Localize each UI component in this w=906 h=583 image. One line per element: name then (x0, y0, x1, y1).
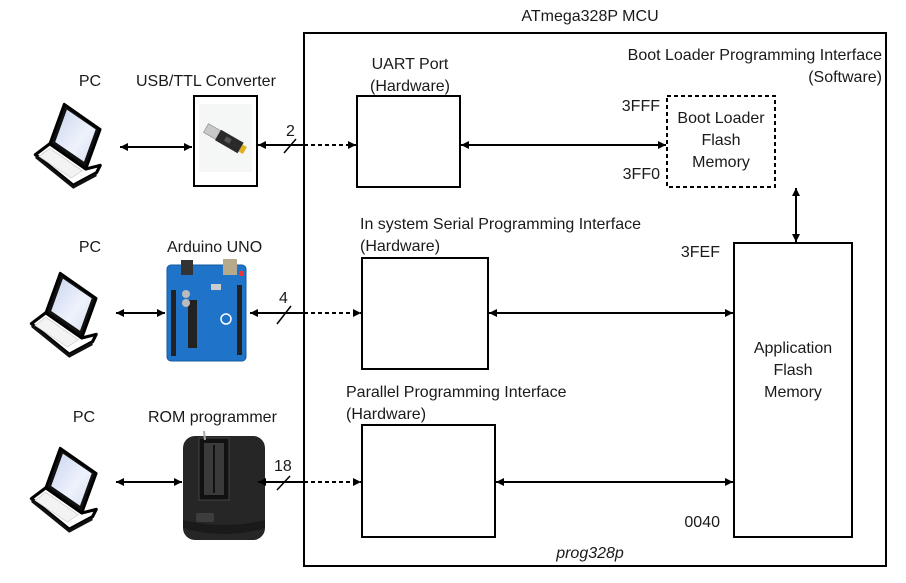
boot-memory-line-1: Boot Loader (677, 110, 765, 127)
uart-port-subtitle: (Hardware) (369, 78, 450, 95)
bus-parallel (258, 475, 361, 491)
mcu-boundary (303, 32, 887, 567)
bus-width-parallel: 18 (274, 458, 292, 475)
rom-programmer-icon (183, 430, 265, 540)
boot-memory-line-3: Memory (692, 154, 750, 171)
parallel-interface-box (361, 424, 496, 538)
isp-interface-subtitle: (Hardware) (360, 238, 441, 255)
bus-width-slash (276, 475, 291, 491)
device-label-usb-ttl: USB/TTL Converter (136, 73, 276, 90)
bus-uart (258, 138, 356, 154)
address-3fff: 3FFF (621, 98, 660, 115)
uart-port-title: UART Port (371, 56, 449, 73)
app-memory-line-1: Application (753, 340, 833, 357)
usb-ttl-converter-icon (199, 104, 252, 172)
laptop-icon (29, 271, 98, 360)
isp-interface-box (361, 257, 489, 370)
device-label-rom-programmer: ROM programmer (148, 409, 277, 426)
bus-width-uart: 2 (286, 123, 295, 140)
device-label-arduino: Arduino UNO (167, 239, 263, 256)
parallel-interface-subtitle: (Hardware) (346, 406, 427, 423)
laptop-icon (33, 102, 102, 191)
arduino-board-icon (166, 259, 247, 362)
address-3ff0: 3FF0 (622, 166, 660, 183)
bus-isp (250, 305, 361, 325)
uart-port-box (356, 95, 461, 188)
application-memory-box (733, 242, 853, 538)
app-memory-line-2: Flash (773, 362, 813, 379)
laptop-icon (29, 446, 98, 535)
pc-label: PC (78, 239, 102, 256)
mcu-title: ATmega328P MCU (521, 8, 659, 25)
address-3fef: 3FEF (680, 244, 720, 261)
address-0040: 0040 (684, 514, 720, 531)
boot-loader-memory-box (666, 95, 776, 188)
boot-memory-line-2: Flash (701, 132, 741, 149)
app-memory-line-3: Memory (764, 384, 822, 401)
bootloader-interface-title: Boot Loader Programming Interface (627, 47, 882, 64)
isp-interface-title: In system Serial Programming Interface (360, 216, 641, 233)
parallel-interface-title: Parallel Programming Interface (346, 384, 567, 401)
bus-width-slash (283, 138, 297, 154)
pc-label: PC (72, 409, 96, 426)
diagram-footer-label: prog328p (556, 545, 624, 562)
bus-width-isp: 4 (279, 290, 288, 307)
bootloader-interface-subtitle: (Software) (808, 69, 882, 86)
pc-label: PC (78, 73, 102, 90)
bus-width-slash (276, 305, 292, 325)
